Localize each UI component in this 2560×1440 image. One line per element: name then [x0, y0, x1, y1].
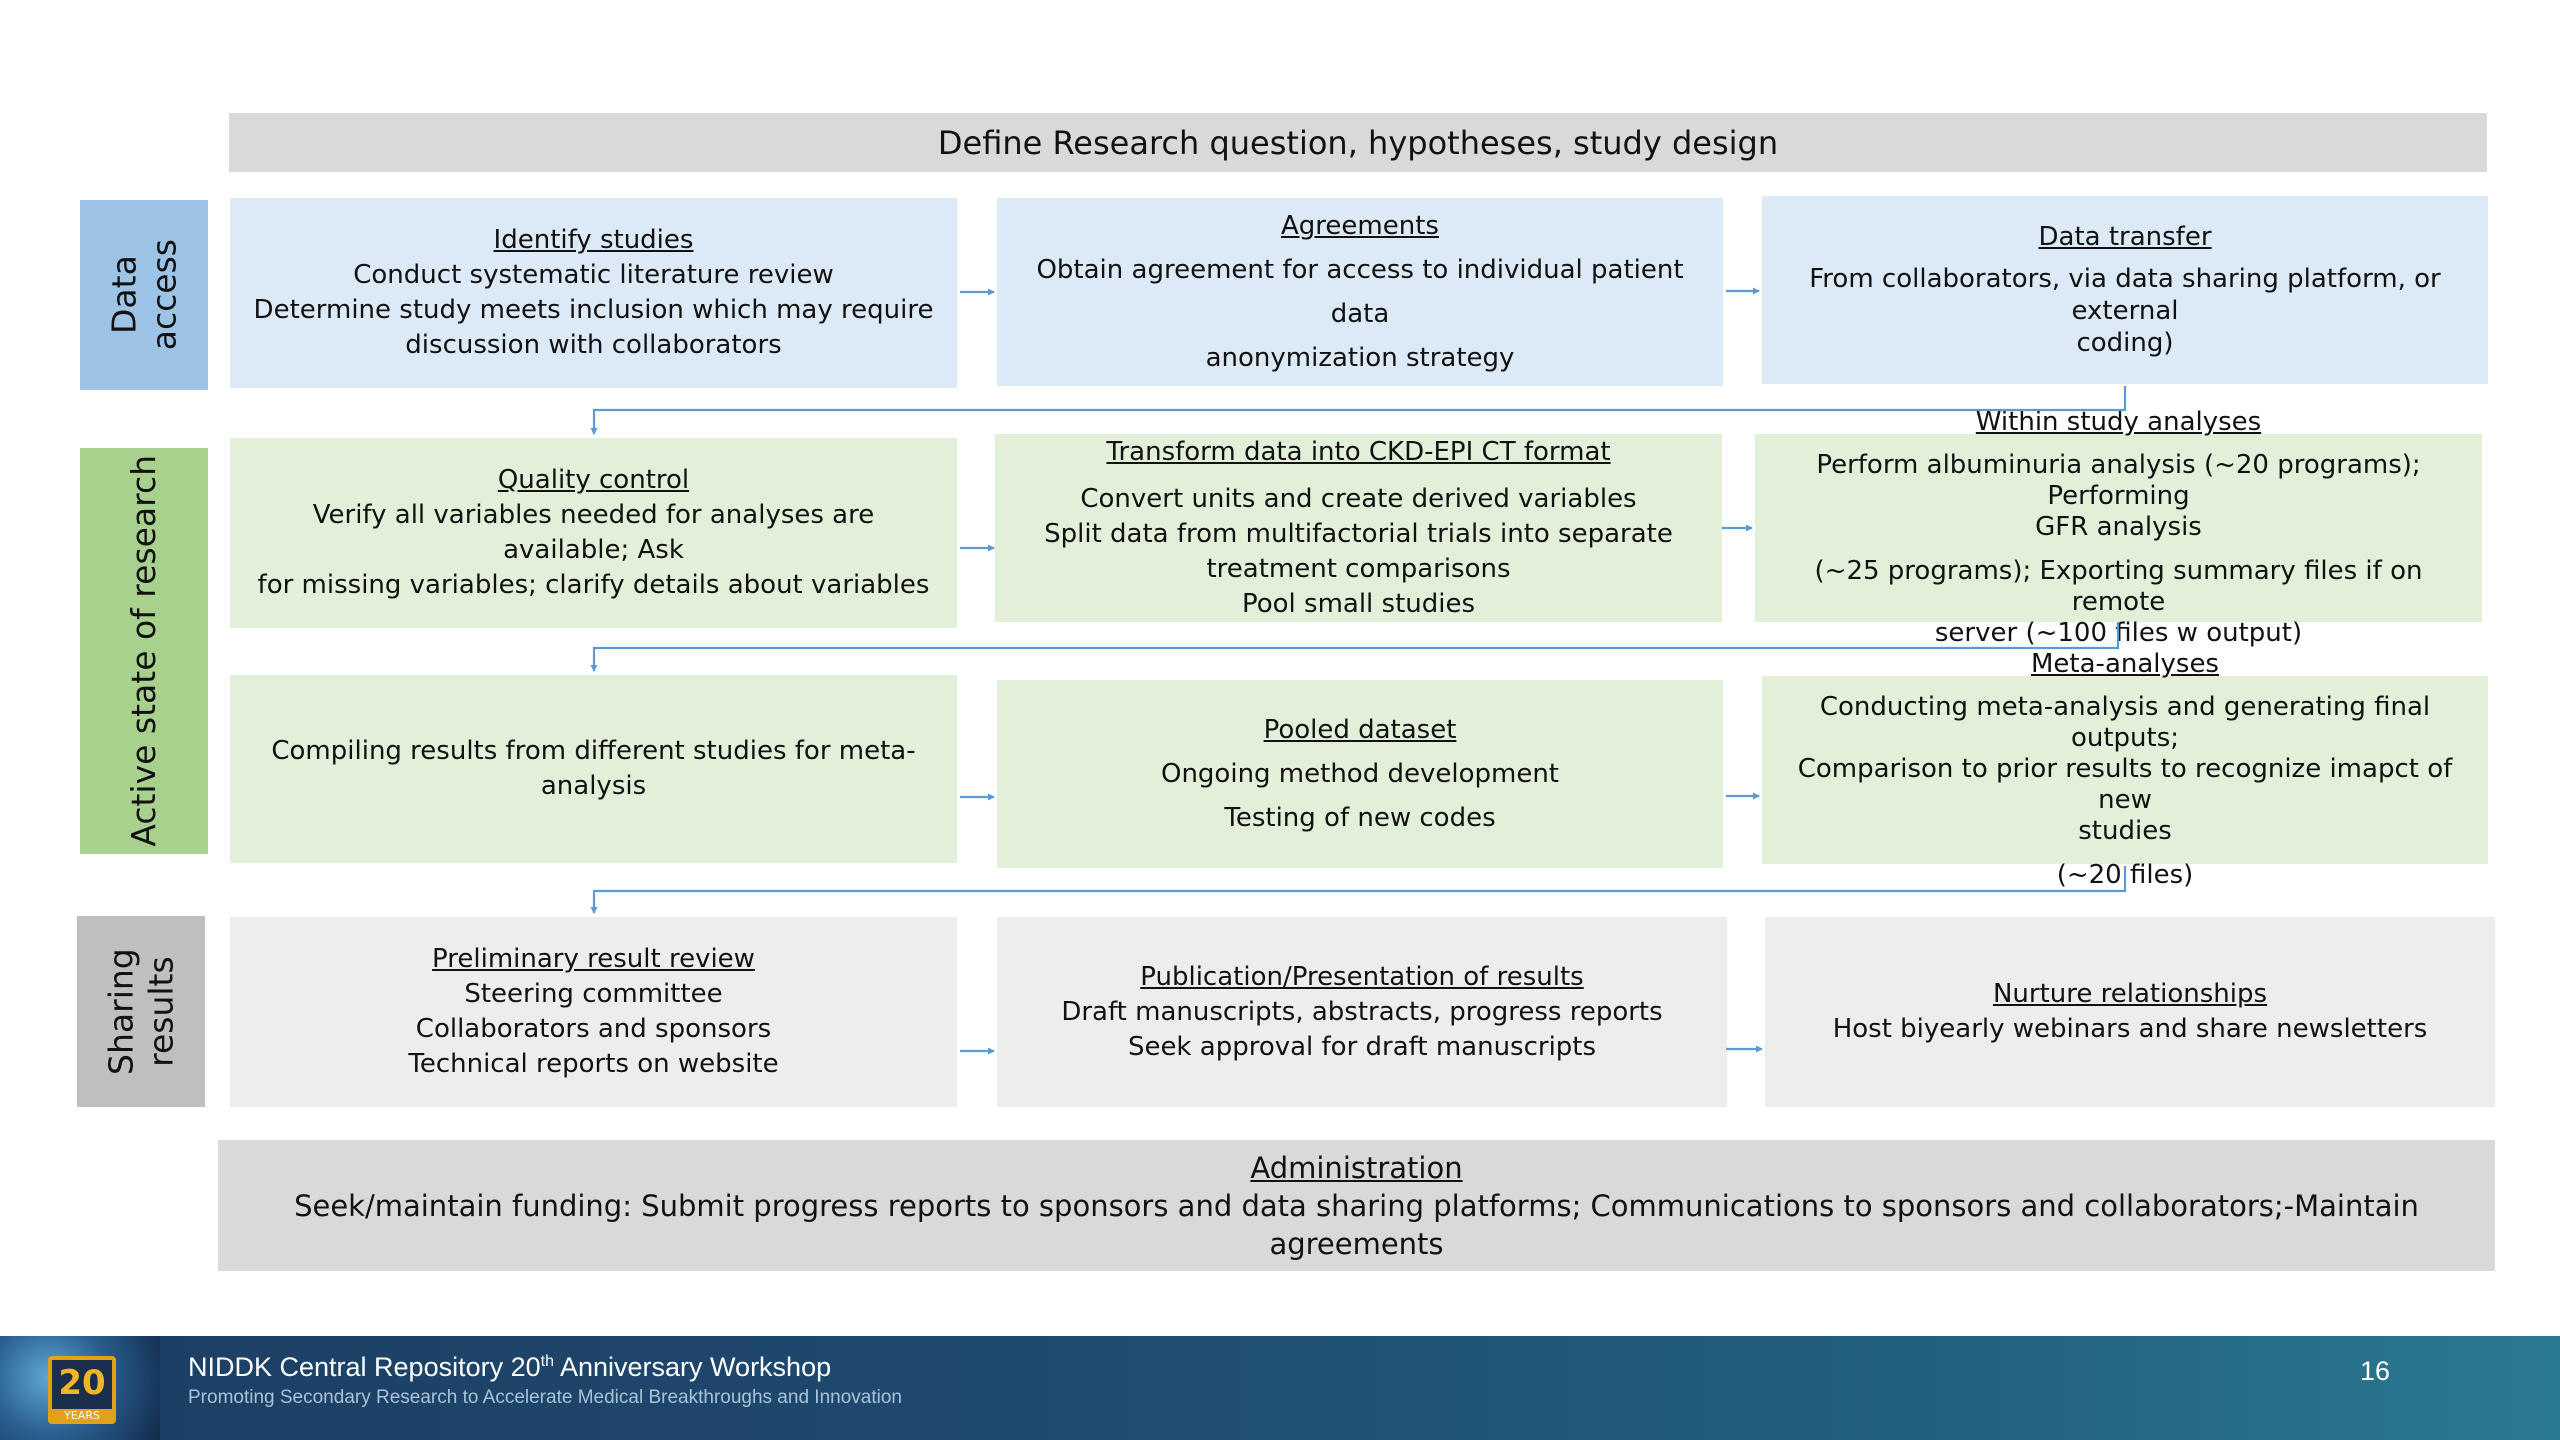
box-line: Convert units and create derived variabl…	[1080, 483, 1637, 514]
flow-connectors	[590, 287, 2127, 1055]
box-line: Seek approval for draft manuscripts	[1127, 1031, 1597, 1062]
arrow-return	[590, 386, 2127, 435]
box-line: (~25 programs); Exporting summary files …	[1814, 556, 2423, 617]
administration-text: Seek/maintain funding: Submit progress r…	[294, 1188, 2419, 1261]
administration-title: Administration	[1250, 1150, 1463, 1185]
box-line: Verify all variables needed for analyses…	[312, 500, 875, 565]
box-line: Split data from multifactorial trials in…	[1044, 518, 1673, 549]
box-line: anonymization strategy	[1205, 343, 1515, 373]
box-line: Perform albuminuria analysis (~20 progra…	[1816, 450, 2421, 511]
agreements-title: Agreements	[1281, 211, 1439, 241]
quality-control-box: Quality control Verify all variables nee…	[230, 438, 957, 628]
compiling-results-box: Compiling results from different studies…	[230, 675, 957, 863]
box-line: Ongoing method development	[1160, 759, 1559, 789]
administration-box: Administration Seek/maintain funding: Su…	[218, 1140, 2495, 1271]
research-question-title: Define Research question, hypotheses, st…	[937, 123, 1779, 162]
box-line: Conducting meta-analysis and generating …	[1819, 692, 2431, 753]
box-line: Host biyearly webinars and share newslet…	[1832, 1014, 2428, 1044]
anniversary-logo: 20 YEARS	[0, 1336, 160, 1440]
research-question-bar: Define Research question, hypotheses, st…	[229, 113, 2487, 172]
meta-analyses-box: Meta-analyses Conducting meta-analysis a…	[1762, 649, 2488, 890]
box-line: Collaborators and sponsors	[415, 1014, 772, 1044]
publication-presentation-title: Publication/Presentation of results	[1140, 961, 1584, 992]
compiling-results-text: Compiling results from different studies…	[271, 736, 916, 801]
box-line: Comparison to prior results to recognize…	[1797, 754, 2453, 815]
logo-years: YEARS	[52, 1409, 112, 1422]
logo-number: 20	[58, 1363, 106, 1403]
nurture-relationships-title: Nurture relationships	[1992, 979, 2268, 1009]
box-line: Obtain agreement for access to individua…	[1036, 255, 1684, 329]
preliminary-result-review-title: Preliminary result review	[432, 944, 755, 974]
data-transfer-box: Data transfer From collaborators, via da…	[1762, 196, 2488, 384]
footer-title: NIDDK Central Repository 20th Anniversar…	[188, 1352, 832, 1382]
box-line: Determine study meets inclusion which ma…	[253, 295, 934, 325]
box-line: coding)	[2076, 328, 2174, 358]
preliminary-result-review-box: Preliminary result review Steering commi…	[230, 917, 957, 1107]
box-line: discussion with collaborators	[405, 330, 782, 360]
anniversary-badge: 20 YEARS	[48, 1356, 116, 1424]
arrow-return	[590, 866, 2127, 914]
arrow-return	[590, 622, 2120, 672]
phase-active-research: Active state of research	[80, 448, 208, 854]
nurture-relationships-box: Nurture relationships Host biyearly webi…	[1765, 917, 2495, 1107]
box-line: From collaborators, via data sharing pla…	[1809, 264, 2441, 326]
transform-data-box: Transform data into CKD-EPI CT format Co…	[995, 434, 1722, 622]
meta-analyses-title: Meta-analyses	[2031, 649, 2219, 679]
box-line: Conduct systematic literature review	[353, 260, 834, 290]
within-study-analyses-title: Within study analyses	[1975, 407, 2262, 437]
footer-banner	[0, 1336, 2560, 1440]
pooled-dataset-box: Pooled dataset Ongoing method developmen…	[997, 680, 1723, 868]
box-line: Technical reports on website	[408, 1049, 779, 1079]
phase-data-access: Data access	[80, 200, 208, 390]
quality-control-title: Quality control	[497, 465, 690, 495]
within-study-analyses-box: Within study analyses Perform albuminuri…	[1755, 407, 2482, 648]
box-line: Draft manuscripts, abstracts, progress r…	[1061, 996, 1663, 1027]
box-line: Steering committee	[464, 979, 723, 1009]
box-line: treatment comparisons	[1206, 553, 1511, 584]
page-number: 16	[2359, 1356, 2390, 1386]
box-line: Pool small studies	[1241, 588, 1476, 619]
box-line: for missing variables; clarify details a…	[257, 570, 930, 600]
publication-presentation-box: Publication/Presentation of results Draf…	[997, 917, 1727, 1107]
agreements-box: Agreements Obtain agreement for access t…	[997, 198, 1723, 386]
transform-data-title: Transform data into CKD-EPI CT format	[1106, 436, 1611, 467]
identify-studies-box: Identify studies Conduct systematic lite…	[230, 198, 957, 388]
footer-subtitle: Promoting Secondary Research to Accelera…	[188, 1387, 902, 1408]
phase-sharing-results: Sharing results	[77, 916, 205, 1107]
box-line: Testing of new codes	[1224, 803, 1496, 833]
box-line: GFR analysis	[2035, 512, 2202, 542]
box-line: studies	[2078, 816, 2172, 846]
pooled-dataset-title: Pooled dataset	[1263, 715, 1457, 745]
data-transfer-title: Data transfer	[2038, 222, 2212, 252]
identify-studies-title: Identify studies	[493, 225, 694, 255]
